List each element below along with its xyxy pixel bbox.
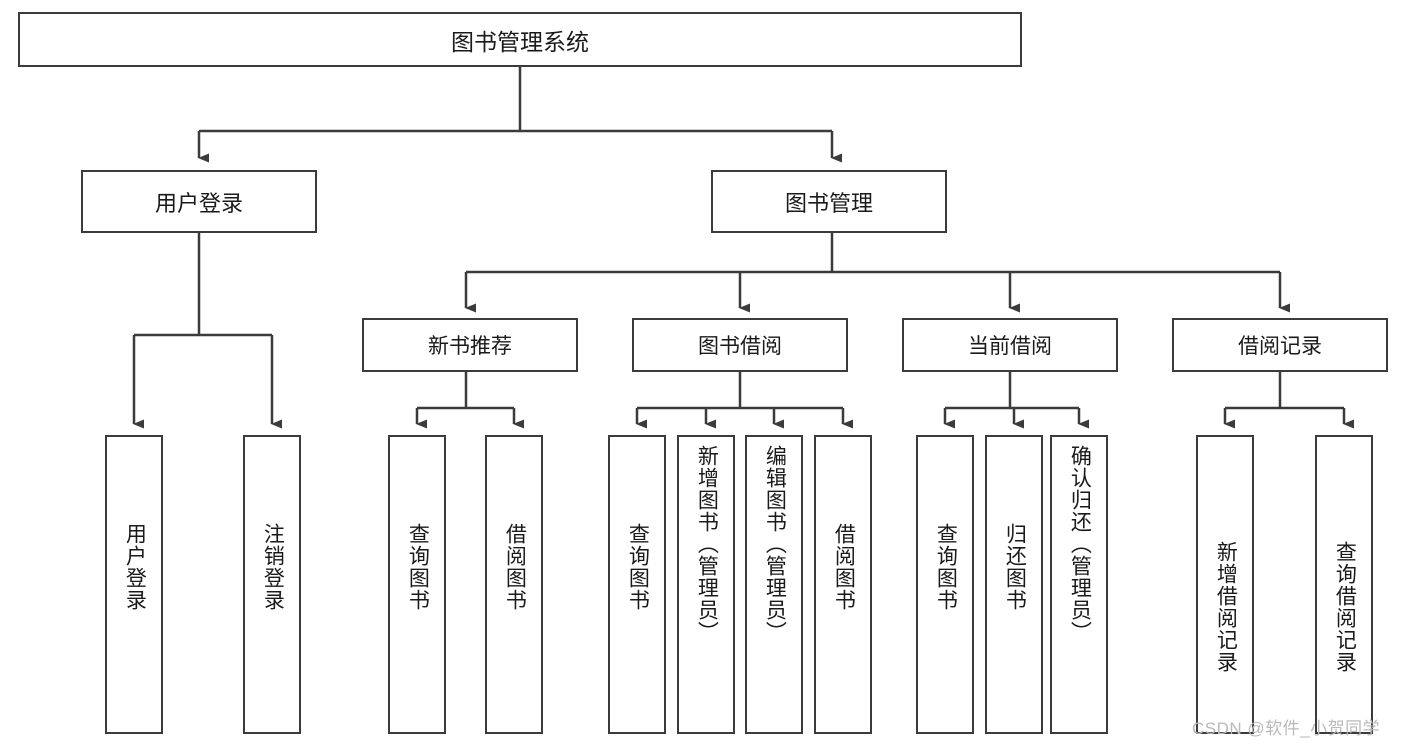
node-label: 新书推荐 xyxy=(428,335,512,358)
node-label: 借阅记录 xyxy=(1238,335,1322,358)
node-label: 图书管理 xyxy=(784,190,873,216)
node-label: 确认归还（管理员） xyxy=(1068,445,1092,643)
leaf-borrow-record-add-record[interactable]: 新增借阅记录 xyxy=(1196,435,1254,734)
leaf-book-borrow-query-book[interactable]: 查询图书 xyxy=(608,435,666,734)
leaf-book-borrow-add-book-admin[interactable]: 新增图书（管理员） xyxy=(677,435,735,734)
node-label: 借阅图书 xyxy=(832,523,856,611)
leaf-user-login-login[interactable]: 用户登录 xyxy=(105,435,163,734)
node-label: 注销登录 xyxy=(261,523,285,611)
leaf-current-borrow-return-book[interactable]: 归还图书 xyxy=(985,435,1043,734)
node-label: 查询图书 xyxy=(934,523,958,611)
node-label: 图书借阅 xyxy=(698,335,782,358)
node-book-management[interactable]: 图书管理 xyxy=(711,170,947,233)
node-label: 新增借阅记录 xyxy=(1214,541,1238,673)
leaf-current-borrow-query-book[interactable]: 查询图书 xyxy=(916,435,974,734)
node-label: 查询图书 xyxy=(626,523,650,611)
node-label: 归还图书 xyxy=(1003,523,1027,611)
leaf-new-book-query-book[interactable]: 查询图书 xyxy=(388,435,446,734)
node-new-book-recommend[interactable]: 新书推荐 xyxy=(362,318,578,372)
node-root-system[interactable]: 图书管理系统 xyxy=(18,12,1022,67)
node-label: 查询借阅记录 xyxy=(1333,541,1357,673)
node-label: 借阅图书 xyxy=(503,523,527,611)
node-book-borrow[interactable]: 图书借阅 xyxy=(632,318,848,372)
leaf-book-borrow-edit-book-admin[interactable]: 编辑图书（管理员） xyxy=(745,435,803,734)
node-label: 编辑图书（管理员） xyxy=(763,445,787,643)
watermark-text: CSDN @软件_小贺同学 xyxy=(1192,719,1381,738)
node-label: 当前借阅 xyxy=(968,335,1052,358)
node-label: 用户登录 xyxy=(154,190,243,216)
node-current-borrow[interactable]: 当前借阅 xyxy=(902,318,1118,372)
node-borrow-record[interactable]: 借阅记录 xyxy=(1172,318,1388,372)
node-label: 新增图书（管理员） xyxy=(695,445,719,643)
node-label: 图书管理系统 xyxy=(451,28,589,55)
node-label: 用户登录 xyxy=(123,523,147,611)
leaf-new-book-borrow-book[interactable]: 借阅图书 xyxy=(485,435,543,734)
node-label: 查询图书 xyxy=(406,523,430,611)
leaf-book-borrow-borrow-book[interactable]: 借阅图书 xyxy=(814,435,872,734)
leaf-current-borrow-confirm-return-admin[interactable]: 确认归还（管理员） xyxy=(1050,435,1108,734)
leaf-user-login-logout[interactable]: 注销登录 xyxy=(243,435,301,734)
leaf-borrow-record-query-record[interactable]: 查询借阅记录 xyxy=(1315,435,1373,734)
node-user-login[interactable]: 用户登录 xyxy=(81,170,317,233)
